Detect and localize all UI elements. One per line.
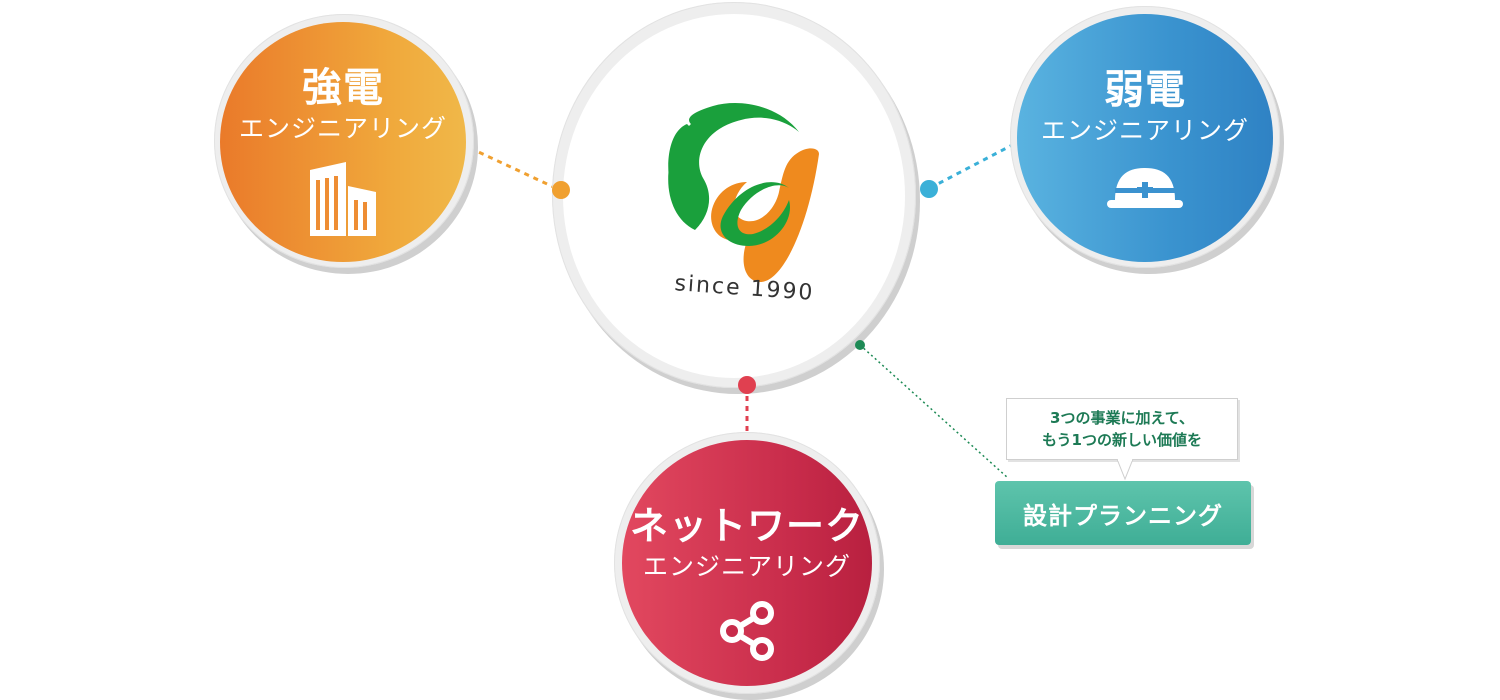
- callout-line-1: 3つの事業に加えて、: [1050, 409, 1194, 427]
- callout-tail: [1117, 459, 1134, 481]
- strong-electric-node[interactable]: 強電 エンジニアリング: [220, 22, 466, 262]
- connector-weak: [929, 140, 1019, 190]
- weak-electric-node[interactable]: 弱電 エンジニアリング: [1017, 14, 1273, 262]
- company-logo-icon: since 1990: [668, 103, 819, 306]
- network-title: ネットワーク: [629, 504, 864, 548]
- strong-electric-title: 強電: [302, 65, 384, 111]
- weak-dot: [920, 180, 938, 198]
- center-tagline: since 1990: [674, 271, 816, 306]
- callout-bubble: 3つの事業に加えて、 もう1つの新しい価値を: [1006, 398, 1238, 460]
- center-logo-circle: since 1990: [563, 14, 905, 378]
- network-subtitle: エンジニアリング: [642, 552, 851, 581]
- design-planning-button[interactable]: 設計プランニング: [995, 481, 1251, 545]
- network-dot: [738, 376, 756, 394]
- connector-strong: [469, 146, 561, 192]
- planning-dot: [855, 340, 865, 350]
- callout-line-2: もう1つの新しい価値を: [1042, 431, 1202, 449]
- weak-electric-subtitle: エンジニアリング: [1040, 116, 1249, 145]
- helmet-icon: [1107, 168, 1183, 208]
- strong-dot: [552, 181, 570, 199]
- strong-electric-subtitle: エンジニアリング: [238, 114, 447, 143]
- building-icon: [310, 162, 376, 236]
- connector-planning: [859, 344, 1009, 479]
- weak-electric-title: 弱電: [1104, 67, 1186, 113]
- share-icon: [720, 601, 774, 661]
- network-node[interactable]: ネットワーク エンジニアリング: [622, 440, 872, 686]
